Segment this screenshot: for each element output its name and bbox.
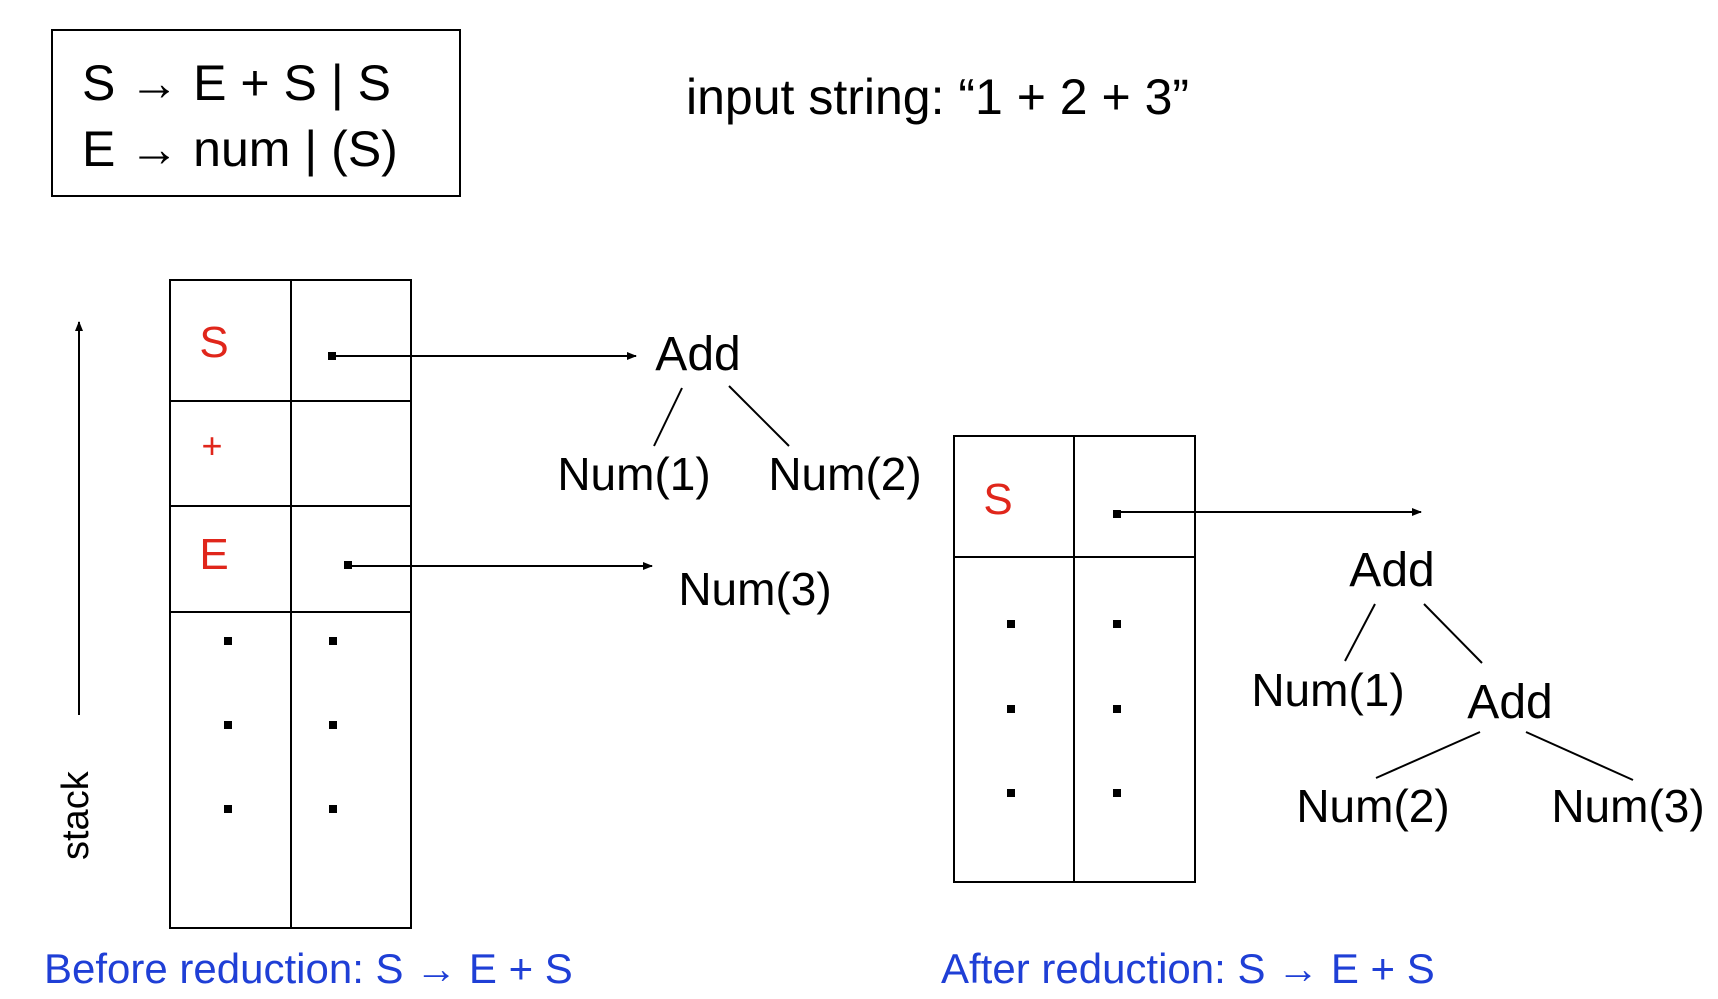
input-string-label: input string: “1 + 2 + 3”: [686, 69, 1189, 125]
after-caption: After reduction: S → E + S: [941, 945, 1435, 992]
before-ast-tree: Add Num(1) Num(2) Num(3): [557, 328, 921, 615]
after-ellipsis-dot: [1113, 620, 1121, 628]
before-ellipsis-dot: [224, 805, 232, 813]
after-stack-table: S: [953, 435, 1196, 883]
before-ellipsis-dot: [224, 637, 232, 645]
after-ellipsis-dot: [1007, 620, 1015, 628]
before-pointer-dot-s: [328, 352, 336, 360]
before-tree-add: Add: [655, 328, 740, 381]
before-stack-table: S + E: [169, 279, 412, 929]
after-ellipsis-dot: [1007, 789, 1015, 797]
grammar-rule-1: S → E + S | S: [82, 55, 391, 111]
before-stack-symbol-s: S: [199, 318, 228, 367]
before-e-value-num3: Num(3): [678, 563, 831, 615]
after-tree-num2: Num(2): [1296, 780, 1449, 832]
before-caption: Before reduction: S → E + S: [44, 945, 573, 992]
before-stack-symbol-plus: +: [201, 425, 222, 466]
after-pointer-dot-s: [1113, 510, 1121, 518]
after-tree-root-add: Add: [1349, 544, 1434, 597]
before-ellipsis-dot: [329, 805, 337, 813]
before-tree-num2: Num(2): [768, 448, 921, 500]
after-stack-symbol-s: S: [983, 475, 1012, 524]
before-ellipsis-dot: [329, 721, 337, 729]
before-ellipsis-dot: [224, 721, 232, 729]
before-pointer-dot-e: [344, 561, 352, 569]
after-ellipsis-dot: [1113, 789, 1121, 797]
stack-label: stack: [55, 770, 97, 860]
after-tree-num3: Num(3): [1551, 780, 1704, 832]
grammar-rule-2: E → num | (S): [82, 121, 398, 177]
stack-direction: stack: [55, 321, 97, 860]
before-ellipsis-dot: [329, 637, 337, 645]
before-stack-symbol-e: E: [199, 530, 228, 579]
after-ast-tree: Add Num(1) Add Num(2) Num(3): [1251, 544, 1704, 832]
after-ellipsis-dot: [1007, 705, 1015, 713]
after-tree-num1: Num(1): [1251, 664, 1404, 716]
after-tree-add2: Add: [1467, 676, 1552, 729]
before-tree-num1: Num(1): [557, 448, 710, 500]
grammar-box: S → E + S | S E → num | (S): [51, 29, 461, 197]
after-ellipsis-dot: [1113, 705, 1121, 713]
